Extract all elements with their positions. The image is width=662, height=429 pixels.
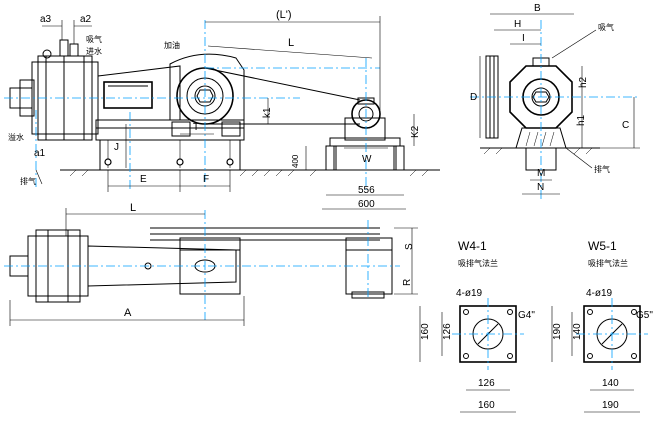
dim-H: H [514,19,521,30]
flange-w5-model: W5-1 [588,239,617,253]
dim-L-prime: (L') [276,9,292,21]
dim-a1: a1 [34,148,46,159]
side-view: B H I 吸气 D h2 h1 C M N 排气 [470,3,640,200]
dim-B: B [534,3,541,14]
label-oil-fill: 加油 [164,40,180,50]
label-drain: 溢水 [8,132,24,142]
flange-w4-outer-v: 160 [420,323,431,340]
dim-556: 556 [358,185,375,196]
label-exhaust-left: 排气 [20,176,36,186]
dim-600: 600 [358,199,375,210]
dim-M: M [537,168,545,179]
flange-w4-model: W4-1 [458,239,487,253]
label-suction: 吸气 [86,34,102,44]
dim-h2: h2 [578,76,589,88]
plan-view: L A S R [4,202,418,326]
flange-w4-1: W4-1 吸排气法兰 4-ø19 G4" 160 126 126 160 [419,239,535,413]
flange-w5-inner-v: 140 [572,323,583,340]
label-inlet: 进水 [86,46,102,56]
flange-w4-thread: G4" [518,310,535,321]
dim-k1: k1 [262,107,273,118]
dim-E: E [140,174,147,185]
front-elevation: a3 a2 吸气 进水 加油 (L') L k1 K2 J T E F 溢水 a… [4,9,440,210]
dim-K2: K2 [410,125,421,138]
dim-h1: h1 [576,114,587,126]
dim-N: N [537,182,544,193]
dim-L-plan: L [130,202,136,214]
flange-w5-thread: G5" [636,310,653,321]
flange-w5-caption: 吸排气法兰 [588,258,628,268]
flange-w4-caption: 吸排气法兰 [458,258,498,268]
flange-w4-inner-h: 126 [478,378,495,389]
flange-w5-1: W5-1 吸排气法兰 4-ø19 G5" 190 140 140 190 [551,239,653,413]
dim-F: F [203,174,209,185]
flange-w4-bolts: 4-ø19 [456,288,483,299]
dim-J: J [114,142,119,153]
dim-a3: a3 [40,14,52,25]
dim-R: R [402,279,413,286]
flange-w4-inner-v: 126 [442,323,453,340]
flange-w5-outer-h: 190 [602,400,619,411]
flange-w5-outer-v: 190 [552,323,563,340]
label-exhaust-right: 排气 [594,164,610,174]
dim-T: T [193,122,199,133]
dim-C: C [622,120,629,131]
dim-a2: a2 [80,14,92,25]
dim-W: W [362,154,372,165]
dim-I: I [522,33,525,44]
dim-D: D [470,92,477,103]
label-suction-right: 吸气 [598,22,614,32]
dim-A: A [124,307,132,319]
flange-w4-outer-h: 160 [478,400,495,411]
flange-w5-inner-h: 140 [602,378,619,389]
dim-S: S [404,243,415,250]
flange-w5-bolts: 4-ø19 [586,288,613,299]
dim-400: 400 [291,154,300,168]
dim-L-top: L [288,37,294,49]
